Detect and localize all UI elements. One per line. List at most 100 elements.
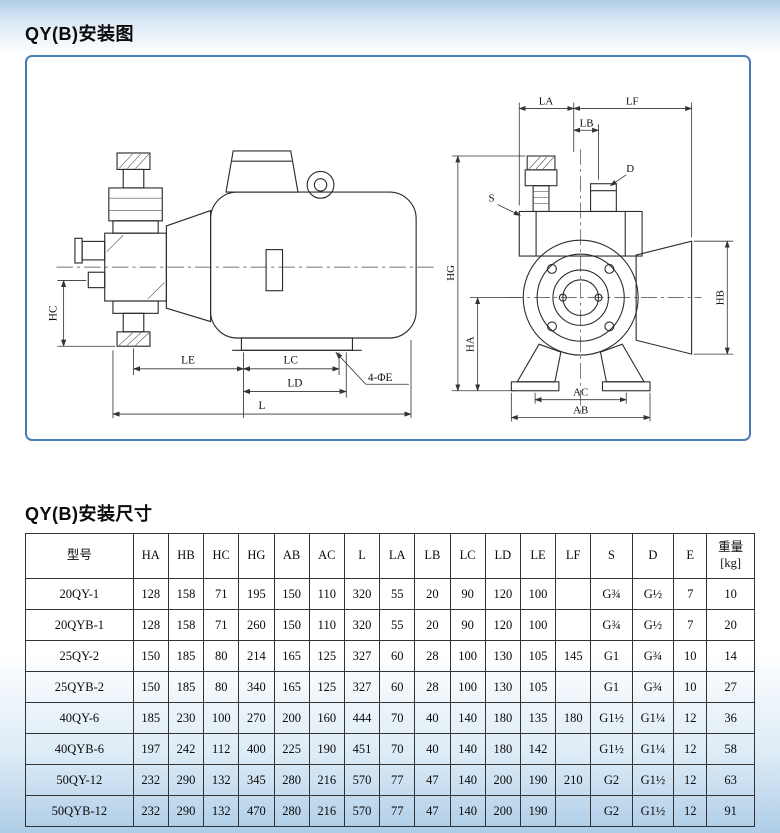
value-cell: 180 xyxy=(484,702,521,734)
value-cell: 345 xyxy=(238,764,275,796)
value-cell: 110 xyxy=(308,609,345,641)
value-cell: 185 xyxy=(167,640,205,672)
value-cell: 27 xyxy=(706,671,755,703)
value-cell: G½ xyxy=(631,578,675,610)
value-cell: 120 xyxy=(484,578,521,610)
value-cell: G2 xyxy=(590,764,633,796)
value-cell: 10 xyxy=(673,640,708,672)
value-cell: 180 xyxy=(484,733,521,765)
value-cell: 20 xyxy=(414,578,451,610)
value-cell: 444 xyxy=(343,702,381,734)
value-cell: 36 xyxy=(706,702,755,734)
value-cell: 40 xyxy=(414,702,451,734)
end-view-drawing: LA LF LB S D HG HA HB xyxy=(445,95,734,422)
dim-label-hg: HG xyxy=(445,265,457,281)
value-cell: 180 xyxy=(555,702,592,734)
value-cell: G1½ xyxy=(590,702,633,734)
value-cell: 145 xyxy=(555,640,592,672)
value-cell: 90 xyxy=(449,578,486,610)
value-cell: 158 xyxy=(167,609,205,641)
end-hatching xyxy=(528,156,554,204)
model-cell: 50QYB-12 xyxy=(25,795,134,827)
value-cell: G1½ xyxy=(631,764,675,796)
value-cell: 570 xyxy=(343,764,381,796)
value-cell: 130 xyxy=(484,640,521,672)
value-cell xyxy=(555,671,592,703)
value-cell xyxy=(555,733,592,765)
value-cell: 140 xyxy=(449,733,486,765)
value-cell: G1 xyxy=(590,671,633,703)
column-header: E xyxy=(673,533,708,579)
diagram-title: QY(B)安装图 xyxy=(25,24,134,44)
value-cell: 216 xyxy=(308,795,345,827)
pump-motor-outline xyxy=(74,150,417,351)
value-cell: 77 xyxy=(379,795,416,827)
column-header: LC xyxy=(449,533,486,579)
value-cell: 80 xyxy=(203,640,240,672)
dim-label-ld: LD xyxy=(287,377,302,389)
dim-label-ha: HA xyxy=(465,336,477,352)
value-cell: 260 xyxy=(238,609,275,641)
value-cell: 230 xyxy=(167,702,205,734)
value-cell: 214 xyxy=(238,640,275,672)
value-cell: 100 xyxy=(519,578,557,610)
value-cell: 327 xyxy=(343,640,381,672)
value-cell: 327 xyxy=(343,671,381,703)
dim-label-l: L xyxy=(259,400,266,412)
value-cell: G1 xyxy=(590,640,633,672)
dim-label-ab: AB xyxy=(573,405,588,417)
value-cell: 140 xyxy=(449,764,486,796)
value-cell: 28 xyxy=(414,671,451,703)
value-cell: 20 xyxy=(706,609,755,641)
value-cell: 125 xyxy=(308,640,345,672)
value-cell: G2 xyxy=(590,795,633,827)
dim-label-ac: AC xyxy=(573,387,588,399)
value-cell: 225 xyxy=(273,733,310,765)
value-cell: 165 xyxy=(273,640,310,672)
value-cell: G¾ xyxy=(590,578,633,610)
value-cell: 340 xyxy=(238,671,275,703)
value-cell: 10 xyxy=(673,671,708,703)
column-header: HA xyxy=(132,533,169,579)
value-cell: 280 xyxy=(273,795,310,827)
column-header: 型号 xyxy=(25,533,134,579)
value-cell: 100 xyxy=(449,671,486,703)
value-cell: 135 xyxy=(519,702,557,734)
value-cell: 10 xyxy=(706,578,755,610)
value-cell: 130 xyxy=(484,671,521,703)
dim-label-le: LE xyxy=(181,355,195,367)
value-cell: G½ xyxy=(631,609,675,641)
value-cell: 190 xyxy=(519,795,557,827)
column-header: S xyxy=(590,533,633,579)
value-cell: 140 xyxy=(449,795,486,827)
value-cell: 190 xyxy=(519,764,557,796)
value-cell: 197 xyxy=(132,733,169,765)
value-cell: 400 xyxy=(238,733,275,765)
value-cell: 320 xyxy=(343,578,381,610)
model-cell: 25QY-2 xyxy=(25,640,134,672)
value-cell: G1½ xyxy=(631,795,675,827)
value-cell: G¾ xyxy=(631,671,675,703)
model-cell: 50QY-12 xyxy=(25,764,134,796)
end-view-dimensions: LA LF LB S D HG HA HB xyxy=(445,95,734,422)
column-header: LA xyxy=(379,533,416,579)
value-cell: 12 xyxy=(673,764,708,796)
value-cell: 91 xyxy=(706,795,755,827)
column-header: 重量 [kg] xyxy=(706,533,755,579)
value-cell: G1¼ xyxy=(631,702,675,734)
value-cell: 200 xyxy=(273,702,310,734)
table-title: QY(B)安装尺寸 xyxy=(25,504,153,524)
value-cell: 200 xyxy=(484,764,521,796)
value-cell: 58 xyxy=(706,733,755,765)
value-cell: 210 xyxy=(555,764,592,796)
dim-label-lc: LC xyxy=(284,355,298,367)
value-cell: 14 xyxy=(706,640,755,672)
value-cell: 451 xyxy=(343,733,381,765)
dim-label-hb: HB xyxy=(714,290,726,305)
